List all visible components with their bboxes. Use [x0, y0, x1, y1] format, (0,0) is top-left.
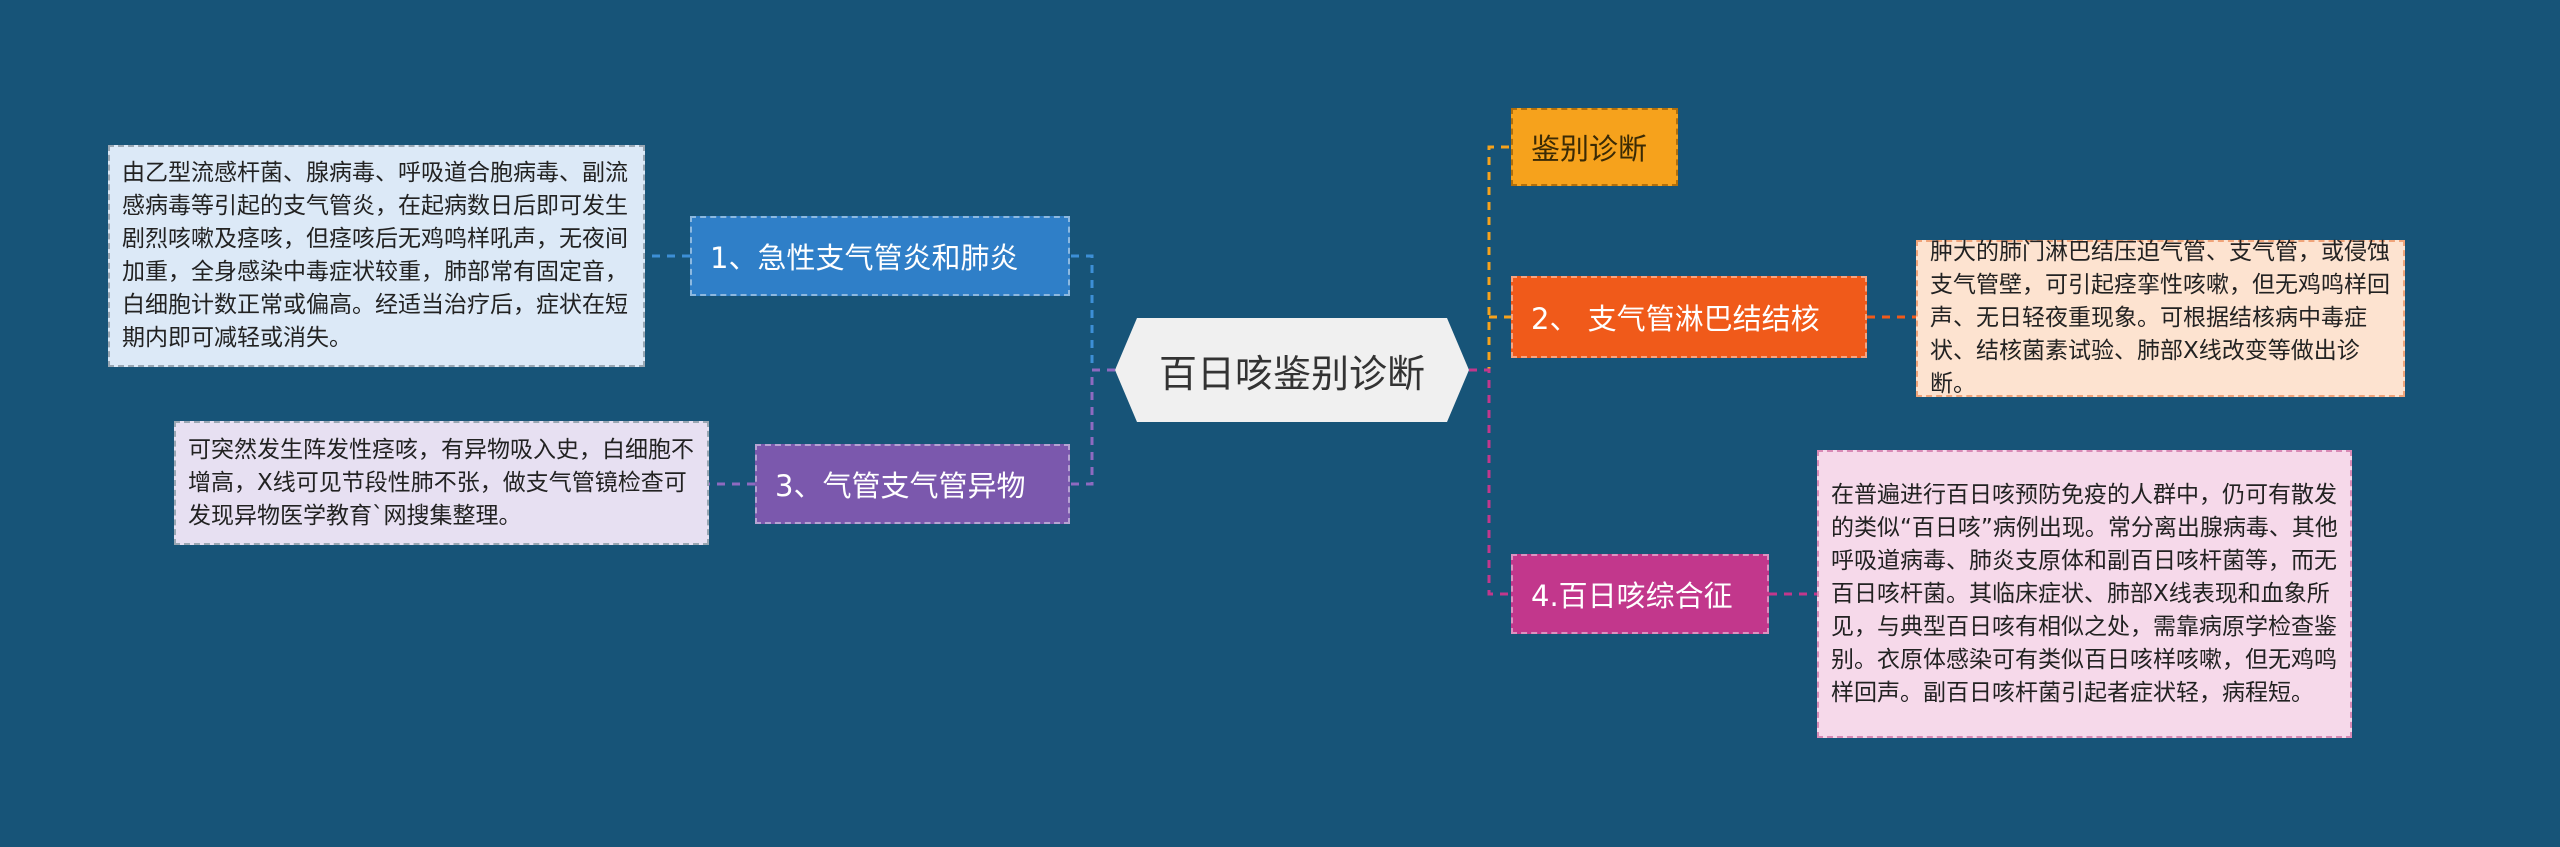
branch-acute-bronchitis[interactable]: 1、急性支气管炎和肺炎 — [690, 216, 1070, 296]
link-center-b1 — [1070, 254, 1115, 372]
link-center-b3 — [1070, 368, 1115, 486]
detail-text: 肿大的肺门淋巴结压迫气管、支气管，或侵蚀支气管壁，可引起痉挛性咳嗽，但无鸡鸣样回… — [1930, 239, 2390, 397]
detail-text: 可突然发生阵发性痉咳，有异物吸入史，白细胞不增高，X线可见节段性肺不张，做支气管… — [188, 436, 694, 529]
branch-differential-diagnosis[interactable]: 鉴别诊断 — [1511, 108, 1678, 186]
branch-lymph-node-tuberculosis[interactable]: 2、 支气管淋巴结结核 — [1511, 276, 1867, 358]
detail-text: 由乙型流感杆菌、腺病毒、呼吸道合胞病毒、副流感病毒等引起的支气管炎，在起病数日后… — [122, 160, 628, 351]
branch-pertussis-syndrome[interactable]: 4.百日咳综合征 — [1511, 554, 1769, 634]
detail-text: 在普遍进行百日咳预防免疫的人群中，仍可有散发的类似“百日咳”病例出现。常分离出腺… — [1831, 481, 2338, 706]
branch-label: 3、气管支气管异物 — [775, 469, 1026, 503]
detail-acute-bronchitis[interactable]: 由乙型流感杆菌、腺病毒、呼吸道合胞病毒、副流感病毒等引起的支气管炎，在起病数日后… — [108, 145, 645, 367]
branch-label: 鉴别诊断 — [1531, 132, 1648, 166]
branch-label: 4.百日咳综合征 — [1531, 579, 1733, 613]
detail-lymph-node-tuberculosis[interactable]: 肿大的肺门淋巴结压迫气管、支气管，或侵蚀支气管壁，可引起痉挛性咳嗽，但无鸡鸣样回… — [1916, 239, 2405, 397]
link-center-ba — [1469, 145, 1511, 372]
branch-foreign-body[interactable]: 3、气管支气管异物 — [755, 444, 1070, 524]
link-center-b4 — [1469, 368, 1511, 596]
central-topic-title: 百日咳鉴别诊断 — [1158, 351, 1425, 396]
branch-label: 1、急性支气管炎和肺炎 — [710, 241, 1019, 275]
detail-pertussis-syndrome[interactable]: 在普遍进行百日咳预防免疫的人群中，仍可有散发的类似“百日咳”病例出现。常分离出腺… — [1817, 450, 2352, 738]
branch-label: 2、 支气管淋巴结结核 — [1531, 302, 1820, 336]
detail-foreign-body[interactable]: 可突然发生阵发性痉咳，有异物吸入史，白细胞不增高，X线可见节段性肺不张，做支气管… — [174, 421, 709, 545]
central-topic[interactable]: 百日咳鉴别诊断 — [1115, 318, 1469, 422]
